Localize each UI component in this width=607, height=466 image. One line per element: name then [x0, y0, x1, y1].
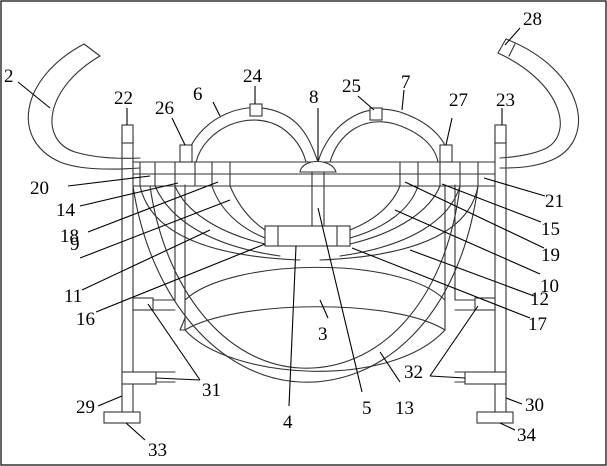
- label-29: 29: [76, 397, 95, 418]
- label-16: 16: [76, 309, 95, 330]
- label-12: 12: [530, 289, 549, 310]
- center-assembly: [299, 160, 337, 231]
- label-13: 13: [395, 398, 414, 419]
- label-2: 2: [4, 66, 14, 87]
- left-foot-33: [103, 411, 141, 424]
- label-24: 24: [243, 66, 263, 87]
- coupling-26: [179, 144, 193, 163]
- right-foot-34: [476, 411, 514, 424]
- hub-block: [264, 225, 351, 247]
- label-25: 25: [342, 76, 361, 97]
- left-curved-tube: [27, 43, 141, 170]
- left-frame: [103, 124, 186, 424]
- label-31: 31: [202, 380, 221, 401]
- coupling-24: [249, 103, 263, 117]
- label-27: 27: [449, 90, 468, 111]
- coupling-27: [439, 144, 453, 163]
- lower-hub: [264, 225, 351, 247]
- inner-tubes: [139, 185, 479, 261]
- label-9: 9: [70, 234, 80, 255]
- label-32: 32: [404, 362, 423, 383]
- label-7: 7: [401, 72, 411, 93]
- label-18: 18: [60, 226, 79, 247]
- label-26: 26: [155, 98, 174, 119]
- coupling-25: [369, 107, 383, 121]
- left-upper-bracket: [132, 297, 154, 311]
- label-22: 22: [114, 88, 133, 109]
- label-19: 19: [541, 245, 560, 266]
- label-11: 11: [64, 286, 82, 307]
- right-frame: [444, 124, 514, 424]
- label-17: 17: [528, 314, 547, 335]
- label-34: 34: [517, 425, 537, 446]
- left-lower-bracket: [121, 371, 157, 385]
- label-15: 15: [541, 219, 560, 240]
- label-14: 14: [56, 200, 76, 221]
- label-6: 6: [193, 84, 203, 105]
- reference-numerals: 2 3 4 5 6 7 8 9 10 11 12 13 14 15 16 17 …: [4, 9, 564, 461]
- right-cap-23: [494, 124, 507, 144]
- label-8: 8: [309, 87, 319, 108]
- outer-u-tube: [132, 185, 479, 383]
- label-33: 33: [148, 440, 167, 461]
- upper-arch-right: [317, 107, 453, 163]
- right-curved-tube: [497, 38, 579, 169]
- label-21: 21: [545, 191, 564, 212]
- label-20: 20: [30, 178, 49, 199]
- upper-arch-left: [179, 103, 319, 163]
- label-3: 3: [318, 324, 328, 345]
- bowl: [179, 266, 446, 372]
- label-28: 28: [523, 9, 542, 30]
- label-10: 10: [540, 276, 559, 297]
- label-4: 4: [283, 412, 293, 433]
- right-lower-bracket: [464, 371, 507, 385]
- label-5: 5: [362, 398, 372, 419]
- leader-lines: [17, 27, 546, 441]
- label-30: 30: [525, 395, 544, 416]
- left-cap-22: [121, 124, 134, 144]
- label-23: 23: [496, 90, 515, 111]
